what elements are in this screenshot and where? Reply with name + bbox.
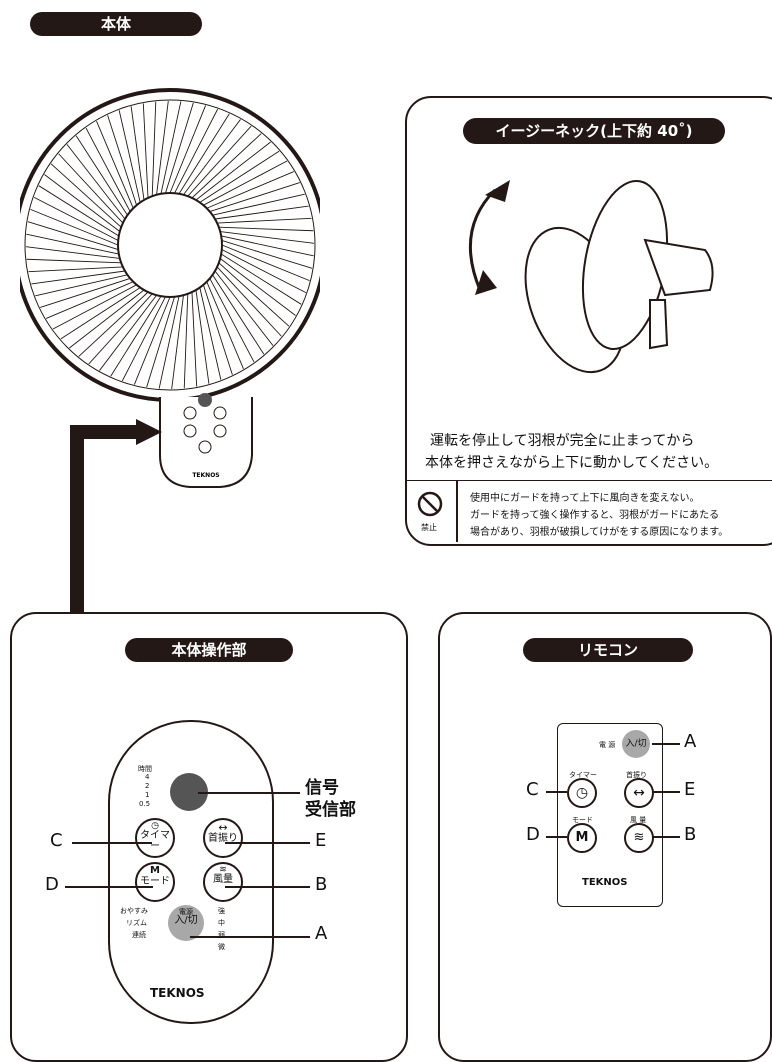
remote-mode-caption: モード	[572, 816, 593, 824]
remote-wind-button[interactable]: ≋	[624, 823, 654, 853]
remote-brand-logo: TEKNOS	[582, 877, 628, 888]
callout-d-panel: D	[45, 874, 59, 895]
speed-strong: 強	[218, 907, 225, 915]
remote-wind-caption: 風 量	[630, 816, 647, 824]
motor-housing	[643, 238, 714, 297]
warning-divider	[456, 481, 458, 542]
svg-text:TEKNOS: TEKNOS	[192, 472, 219, 479]
mode-oyasumi: おやすみ	[120, 907, 148, 915]
control-panel-title: 本体操作部	[125, 638, 293, 662]
prohibit-icon	[417, 491, 443, 517]
wind-button[interactable]: ≋ 風量	[203, 862, 243, 902]
remote-body	[557, 723, 663, 907]
callout-c-panel: C	[50, 830, 63, 851]
speed-minimum: 微	[218, 943, 225, 951]
power-button-label: 入/切	[174, 915, 198, 927]
wind-icon: ≋	[219, 865, 227, 875]
callout-e-remote: E	[684, 779, 696, 800]
swing-arrow-icon: ↔	[218, 821, 228, 834]
swing-button-label: 首振り	[208, 832, 238, 844]
remote-timer-caption: タイマー	[569, 771, 597, 779]
timer-level-1: 1	[145, 791, 150, 799]
connector-arrow	[70, 419, 162, 613]
tilt-illustration	[468, 180, 714, 374]
mode-rhythm: リズム	[126, 919, 147, 927]
panel-body	[108, 720, 274, 1024]
fan-hub	[117, 192, 223, 298]
instruction-line-2: 本体を押さえながら上下に動かしてください。	[425, 455, 719, 471]
control-panel-section	[10, 612, 408, 1062]
power-header: 電源	[179, 908, 193, 916]
callout-c-remote: C	[526, 779, 539, 800]
callout-b-panel: B	[315, 874, 328, 895]
remote-swing-button[interactable]: ↔	[624, 778, 654, 808]
callout-e-panel: E	[315, 830, 327, 851]
remote-power-label: 入/切	[625, 739, 647, 749]
remote-section	[438, 612, 772, 1062]
timer-level-05: 0.5	[139, 800, 151, 808]
remote-power-caption: 電 源	[599, 741, 616, 749]
timer-header: 時間	[138, 765, 152, 773]
mode-button[interactable]: M モード	[135, 862, 175, 902]
callout-a-remote: A	[684, 731, 697, 752]
callout-a-panel: A	[315, 923, 328, 944]
remote-title: リモコン	[523, 638, 693, 662]
callout-d-remote: D	[526, 824, 540, 845]
main-title: 本体	[30, 12, 202, 36]
remote-timer-icon: ◷	[575, 785, 589, 801]
timer-level-4: 4	[145, 773, 150, 781]
timer-button-label: タイマー	[140, 830, 170, 852]
remote-timer-button[interactable]: ◷	[567, 778, 597, 808]
remote-power-button[interactable]: 入/切	[622, 730, 650, 758]
remote-wind-icon: ≋	[633, 830, 645, 845]
easy-neck-title: イージーネック(上下約 40˚)	[463, 118, 725, 144]
mode-symbol: M	[150, 865, 160, 876]
fan-illustration: TEKNOS	[20, 88, 320, 488]
remote-mode-symbol: M	[575, 830, 589, 845]
remote-swing-caption: 首振り	[626, 771, 647, 779]
fan-guard-ring	[24, 99, 316, 391]
easy-neck-panel	[405, 96, 772, 546]
receiver-label-1: 信号	[305, 778, 339, 798]
warning-line-2: ガードを持って強く操作すると、羽根がガードにあたる	[470, 510, 720, 521]
wind-button-label: 風量	[213, 874, 233, 886]
fan-guard-spokes	[25, 100, 315, 390]
mode-button-label: モード	[140, 875, 170, 887]
instruction-line-1: 運転を停止して羽根が完全に止まってから	[430, 433, 695, 449]
swing-button[interactable]: ↔ 首振り	[203, 818, 243, 858]
remote-swing-icon: ↔	[633, 785, 645, 801]
timer-level-2: 2	[145, 782, 150, 790]
remote-mode-button[interactable]: M	[567, 823, 597, 853]
prohibit-label: 禁止	[421, 523, 437, 532]
power-button[interactable]: 電源 入/切	[168, 905, 204, 941]
mode-continuous: 連続	[132, 931, 146, 939]
speed-medium: 中	[218, 919, 225, 927]
warning-box	[407, 480, 772, 543]
callout-b-remote: B	[684, 824, 697, 845]
timer-button[interactable]: ◷ タイマー	[135, 818, 175, 858]
receiver-label-2: 受信部	[305, 800, 356, 820]
speed-weak: 弱	[218, 931, 225, 939]
panel-brand-logo: TEKNOS	[150, 986, 205, 1000]
warning-line-3: 場合があり、羽根が破損してけがをする原因になります。	[470, 527, 729, 538]
warning-line-1: 使用中にガードを持って上下に風向きを変えない。	[470, 493, 700, 504]
